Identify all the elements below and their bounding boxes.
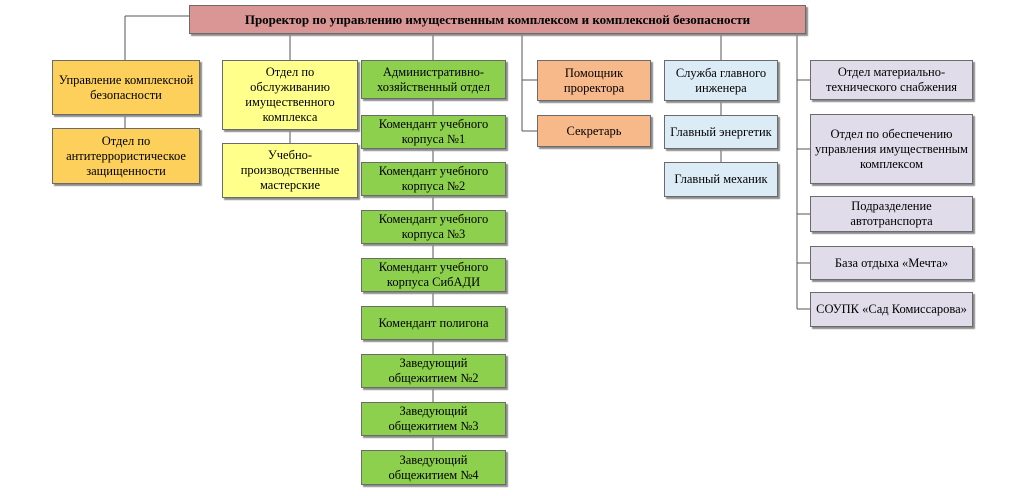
node-training-workshops: Учебно-производственные мастерские — [222, 143, 358, 198]
node-motor-transport: Подразделение автотранспорта — [810, 196, 973, 232]
node-commandant-building-3: Комендант учебного корпуса №3 — [361, 210, 506, 244]
node-dormitory-2: Заведующий общежитием №2 — [361, 354, 506, 388]
node-chief-engineer-service: Служба главного инженера — [664, 60, 778, 101]
node-dormitory-3: Заведующий общежитием №3 — [361, 402, 506, 436]
node-commandant-sibadi: Комендант учебного корпуса СибАДИ — [361, 258, 506, 292]
node-commandant-building-1: Комендант учебного корпуса №1 — [361, 115, 506, 149]
node-commandant-building-2: Комендант учебного корпуса №2 — [361, 162, 506, 196]
node-logistics-department: Отдел материально-технического снабжения — [810, 60, 973, 100]
node-vice-rector: Проректор по управлению имущественным ко… — [189, 5, 806, 34]
node-antiterror-department: Отдел по антитеррористическое защищеннос… — [52, 128, 200, 184]
node-commandant-polygon: Комендант полигона — [361, 306, 506, 340]
node-soupk-garden: СОУПК «Сад Комиссарова» — [810, 292, 973, 327]
node-secretary: Секретарь — [537, 115, 651, 147]
node-security-department: Управление комплексной безопасности — [52, 60, 200, 115]
node-property-service-department: Отдел по обслуживанию имущественного ком… — [222, 60, 358, 130]
node-chief-power-engineer: Главный энергетик — [664, 115, 778, 149]
node-property-management-department: Отдел по обеспечению управления имуществ… — [810, 114, 973, 184]
node-chief-mechanic: Главный механик — [664, 162, 778, 197]
node-admin-department: Административно-хозяйственный отдел — [361, 60, 506, 99]
node-assistant-vice-rector: Помощник проректора — [537, 60, 651, 101]
node-recreation-base: База отдыха «Мечта» — [810, 246, 973, 280]
node-dormitory-4: Заведующий общежитием №4 — [361, 450, 506, 485]
